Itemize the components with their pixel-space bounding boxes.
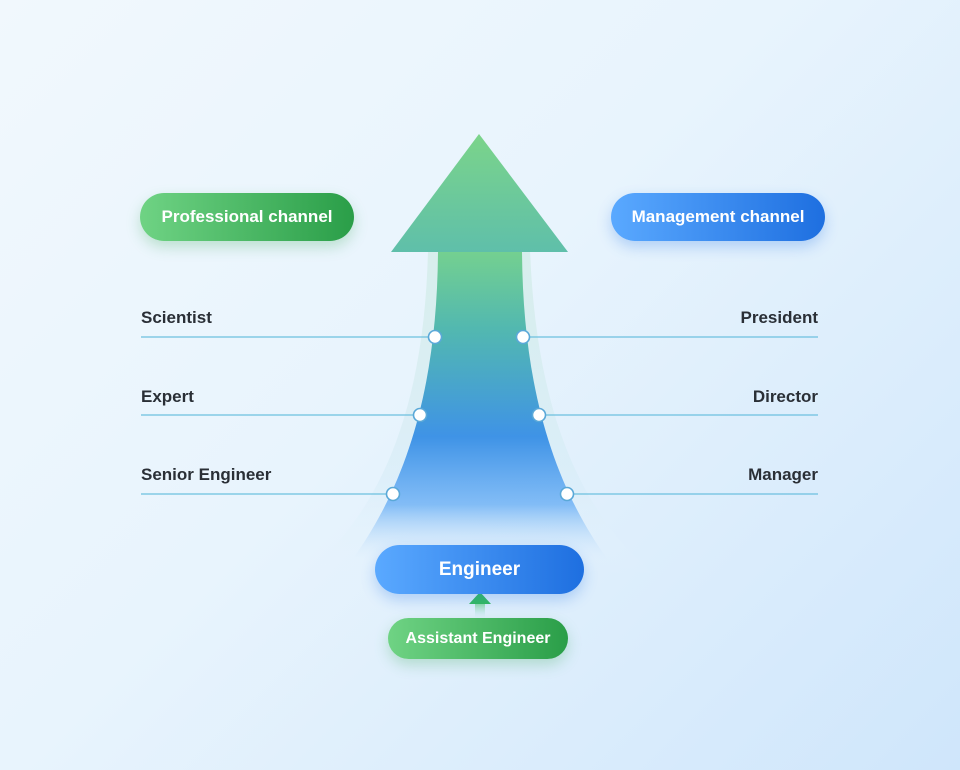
level-director: Director [752,387,818,406]
level-expert: Expert [141,387,194,406]
node-senior-engineer [385,486,401,502]
level-nodes [385,329,575,502]
level-lines [141,336,818,495]
professional-channel-badge: Professional channel [140,193,354,241]
level-scientist: Scientist [141,308,212,327]
level-president: President [740,308,818,327]
node-director [531,407,547,423]
node-president [515,329,531,345]
engineer-badge: Engineer [375,545,584,594]
level-senior-engineer: Senior Engineer [141,465,272,484]
node-expert [412,407,428,423]
arrow-shaft [352,252,608,560]
management-channel-badge: Management channel [611,193,825,241]
small-up-arrow [469,592,491,618]
node-scientist [427,329,443,345]
level-manager: Manager [748,465,818,484]
node-manager [559,486,575,502]
assistant-engineer-badge: Assistant Engineer [388,618,568,659]
arrow-head [391,134,568,252]
